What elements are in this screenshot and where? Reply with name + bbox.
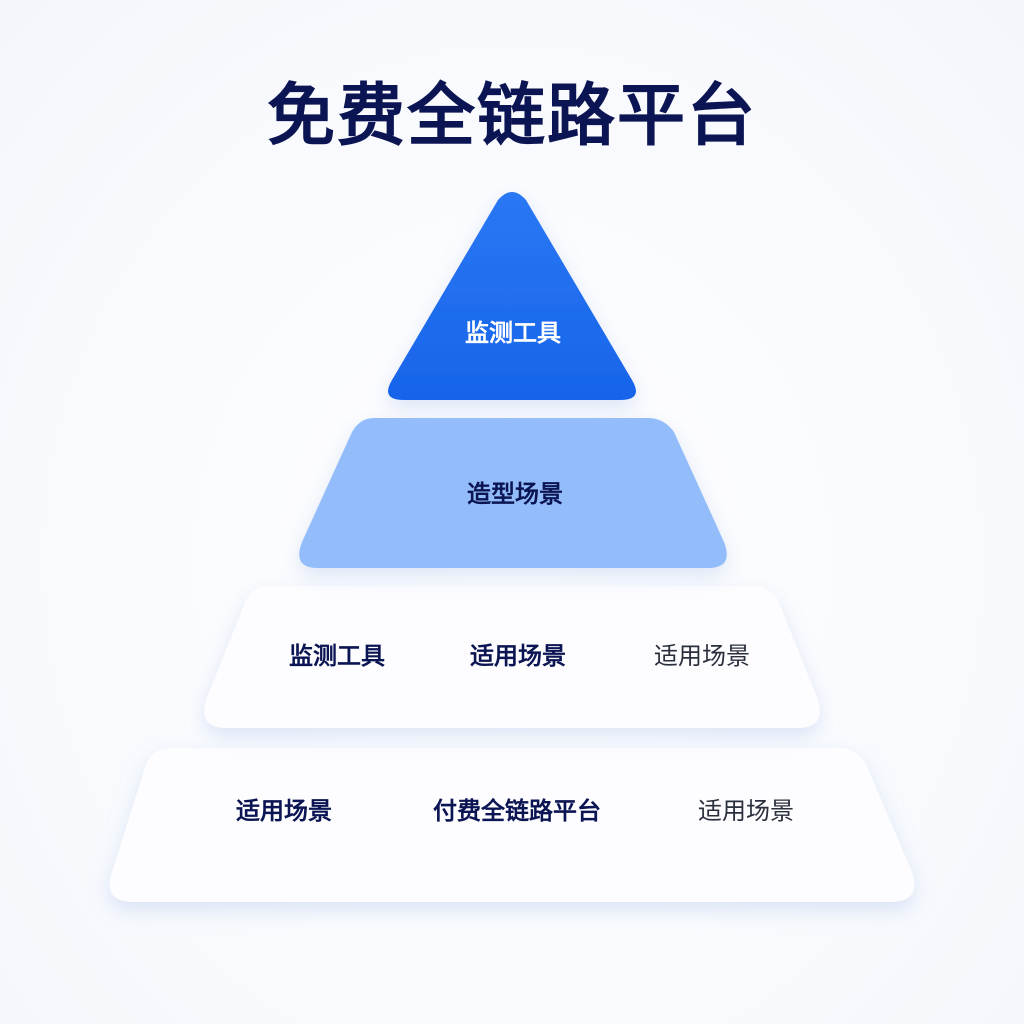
tier-3-shape [204,586,820,728]
tier-3-label-center: 适用场景 [470,642,566,670]
tier-1-shape [388,192,636,400]
tier-4-label-center: 付费全链路平台 [433,797,601,825]
tier-4-shape [109,748,915,902]
tier-3-label-right: 适用场景 [654,642,750,670]
tier-3-label-left: 监测工具 [289,642,385,670]
tier-4-label-right: 适用场景 [698,797,794,825]
tier-2-shape [299,418,727,568]
tier-2-label: 造型场景 [467,480,563,508]
tier-1-label: 监测工具 [465,319,561,347]
tier-4-label-left: 适用场景 [236,797,332,825]
diagram-title: 免费全链路平台 [266,77,757,156]
